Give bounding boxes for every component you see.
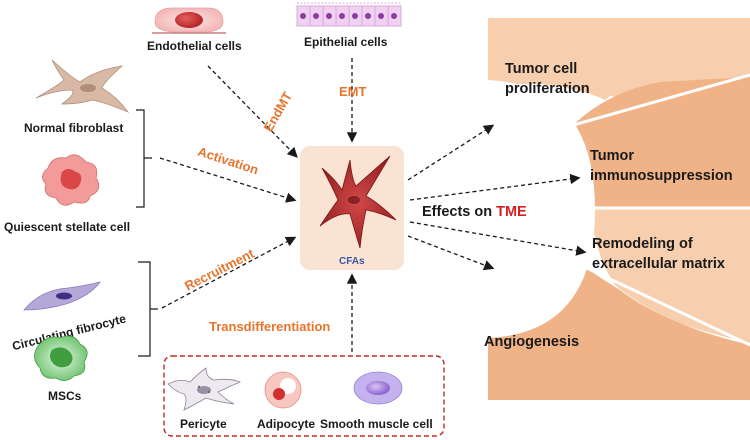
normal-fibroblast-label: Normal fibroblast — [24, 121, 123, 135]
effect-immuno-line1: Tumor — [590, 148, 634, 164]
recruitment-arrow — [161, 236, 297, 309]
cfa-nucleus — [348, 196, 360, 204]
epithelial-label: Epithelial cells — [304, 35, 388, 49]
circulating-fibrocyte-icon — [23, 281, 101, 311]
recruitment-label: Recruitment — [182, 245, 257, 293]
effects-prefix: Effects on — [422, 204, 496, 220]
effect-immuno-line2: immunosuppression — [590, 168, 733, 184]
mscs-icon — [34, 335, 88, 381]
endothelial-cell-icon — [152, 7, 226, 34]
transdifferentiation-label: Transdifferentiation — [209, 319, 330, 334]
effect-matrix-line2: extracellular matrix — [592, 256, 725, 272]
smooth-muscle-label: Smooth muscle cell — [320, 417, 433, 431]
quiescent-stellate-cell-icon — [42, 154, 100, 206]
effect-angiogenesis: Angiogenesis — [484, 334, 579, 350]
arrow-to-immunosuppression — [409, 173, 581, 201]
normal-fibroblast-icon — [35, 59, 130, 113]
bracket-lower — [138, 261, 158, 357]
tme-highlight: TME — [496, 204, 527, 220]
smooth-muscle-cell-icon — [353, 371, 403, 405]
segment-extracellular-matrix — [590, 208, 750, 343]
endmt-label: EndMT — [260, 89, 295, 134]
cfa-label: CFAs — [339, 256, 365, 267]
effect-matrix-line1: Remodeling of — [592, 236, 693, 252]
endothelial-label: Endothelial cells — [147, 39, 242, 53]
segment-proliferation-core — [488, 18, 700, 100]
activation-label: Activation — [196, 144, 260, 178]
effects-on-tme-label: Effects on TME — [422, 204, 527, 220]
effect-proliferation-line1: Tumor cell — [505, 61, 577, 77]
adipocyte-icon — [264, 371, 302, 409]
quiescent-stellate-label: Quiescent stellate cell — [4, 220, 130, 234]
pericyte-icon — [167, 367, 242, 411]
transdifferentiation-box — [163, 355, 445, 437]
emt-label: EMT — [339, 84, 367, 99]
adipocyte-label: Adipocyte — [257, 417, 315, 431]
arrow-to-matrix — [409, 221, 587, 256]
arrow-to-proliferation — [407, 124, 495, 181]
segment-immunosuppression — [568, 77, 750, 208]
bracket-upper — [136, 109, 152, 208]
pericyte-label: Pericyte — [180, 417, 227, 431]
effect-proliferation-line2: proliferation — [505, 81, 590, 97]
mscs-label: MSCs — [48, 389, 82, 403]
epithelial-cells-icon — [296, 2, 402, 27]
effects-inner-disc — [488, 80, 595, 338]
activation-arrow — [159, 157, 297, 203]
effects-band — [488, 18, 750, 400]
arrow-to-angiogenesis — [407, 235, 495, 271]
